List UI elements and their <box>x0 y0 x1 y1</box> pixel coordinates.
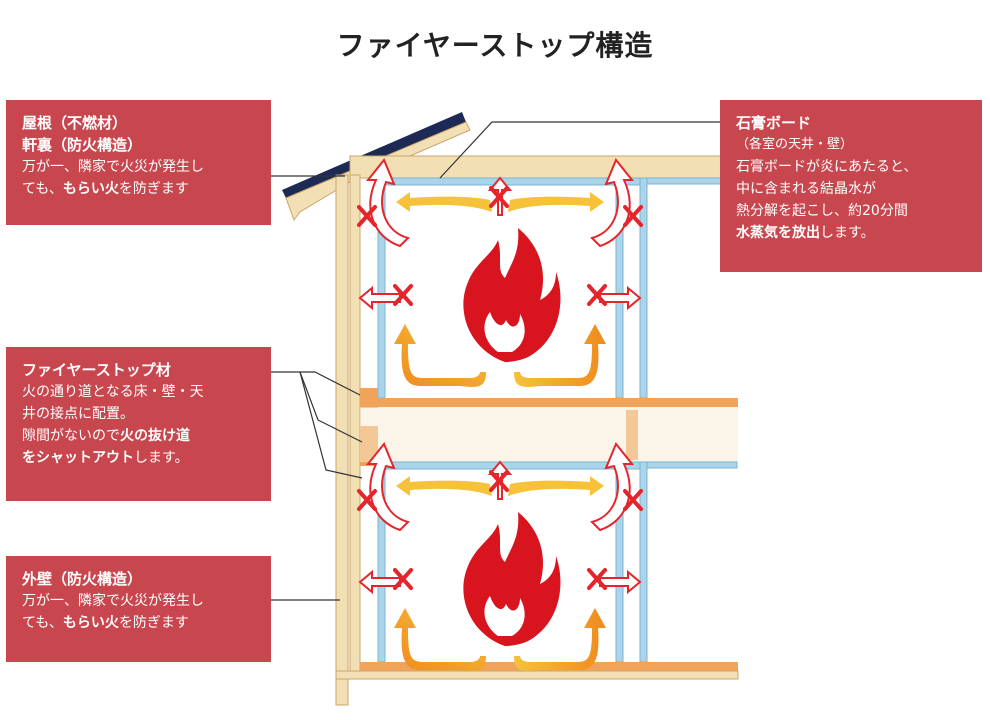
floor-joist <box>360 407 738 462</box>
callout-roof-bold: もらい火 <box>62 181 119 197</box>
leader-lines <box>271 121 720 601</box>
callout-gypsum-sub: （各室の天井・壁） <box>736 137 854 152</box>
foundation <box>335 670 739 680</box>
exterior-wall <box>335 174 349 706</box>
callout-roof-line2: 軒裏（防火構造） <box>22 136 143 154</box>
callout-gypsum-board: 石膏ボード （各室の天井・壁） 石膏ボードが炎にあたると、 中に含まれる結晶水が… <box>720 100 982 272</box>
callout-firestop-bold2: をシャットアウト <box>22 450 134 466</box>
diagram-title: ファイヤーストップ構造 <box>336 29 654 62</box>
callout-gypsum-heading: 石膏ボード <box>736 114 812 132</box>
callout-firestop-bold1: 火の抜け道 <box>120 428 190 444</box>
callout-firestop-heading: ファイヤーストップ材 <box>22 361 171 379</box>
callout-wall-heading: 外壁（防火構造） <box>22 570 143 588</box>
callout-wall-text-c: を防ぎます <box>118 615 189 631</box>
callout-firestop-text-d: します。 <box>134 450 189 466</box>
exterior-wall-inner <box>349 174 361 676</box>
callout-gypsum-body: 石膏ボードが炎にあたると、 中に含まれる結晶水が 熱分解を起こし、約20分間 水… <box>736 156 968 244</box>
callout-roof-body: 万が一、隣家で火災が発生し ても、もらい火を防ぎます <box>22 156 257 200</box>
callout-firestop-text-a: 火の通り道となる床・壁・天 <box>22 384 204 400</box>
callout-roof-text-a: 万が一、隣家で火災が発生し <box>22 159 204 175</box>
floor-plate-upper <box>360 398 738 407</box>
callout-wall-text-a: 万が一、隣家で火災が発生し <box>22 593 204 609</box>
callout-roof-text-b: ても、 <box>22 181 63 197</box>
callout-firestop-text-c: 隙間がないので <box>22 428 120 444</box>
fire-icon <box>463 228 561 362</box>
eave-beam <box>349 155 723 179</box>
firestop-block-1 <box>360 388 378 408</box>
callout-wall-body: 万が一、隣家で火災が発生し ても、もらい火を防ぎます <box>22 590 257 634</box>
callout-firestop: ファイヤーストップ材 火の通り道となる床・壁・天 井の接点に配置。 隙間がないの… <box>6 347 271 501</box>
callout-gypsum-text-a: 石膏ボードが炎にあたると、 <box>736 159 918 175</box>
callout-roof: 屋根（不燃材） 軒裏（防火構造） 万が一、隣家で火災が発生し ても、もらい火を防… <box>6 100 271 225</box>
callout-wall-bold: もらい火 <box>62 615 119 631</box>
callout-firestop-text-b: 井の接点に配置。 <box>22 406 134 422</box>
callout-exterior-wall: 外壁（防火構造） 万が一、隣家で火災が発生し ても、もらい火を防ぎます <box>6 556 271 662</box>
callout-gypsum-text-c: 熱分解を起こし、約20分間 <box>736 203 908 219</box>
room-fire-flow <box>357 158 643 387</box>
callout-gypsum-text-d: します。 <box>820 225 875 241</box>
callout-wall-text-b: ても、 <box>22 615 63 631</box>
callout-gypsum-text-b: 中に含まれる結晶水が <box>736 181 876 197</box>
callout-roof-line1: 屋根（不燃材） <box>22 114 128 132</box>
callout-firestop-body: 火の通り道となる床・壁・天 井の接点に配置。 隙間がないので火の抜け道 をシャッ… <box>22 381 257 469</box>
callout-roof-text-c: を防ぎます <box>118 181 189 197</box>
callout-gypsum-bold: 水蒸気を放出 <box>736 225 820 241</box>
room-fire-flow-lower <box>357 442 643 673</box>
